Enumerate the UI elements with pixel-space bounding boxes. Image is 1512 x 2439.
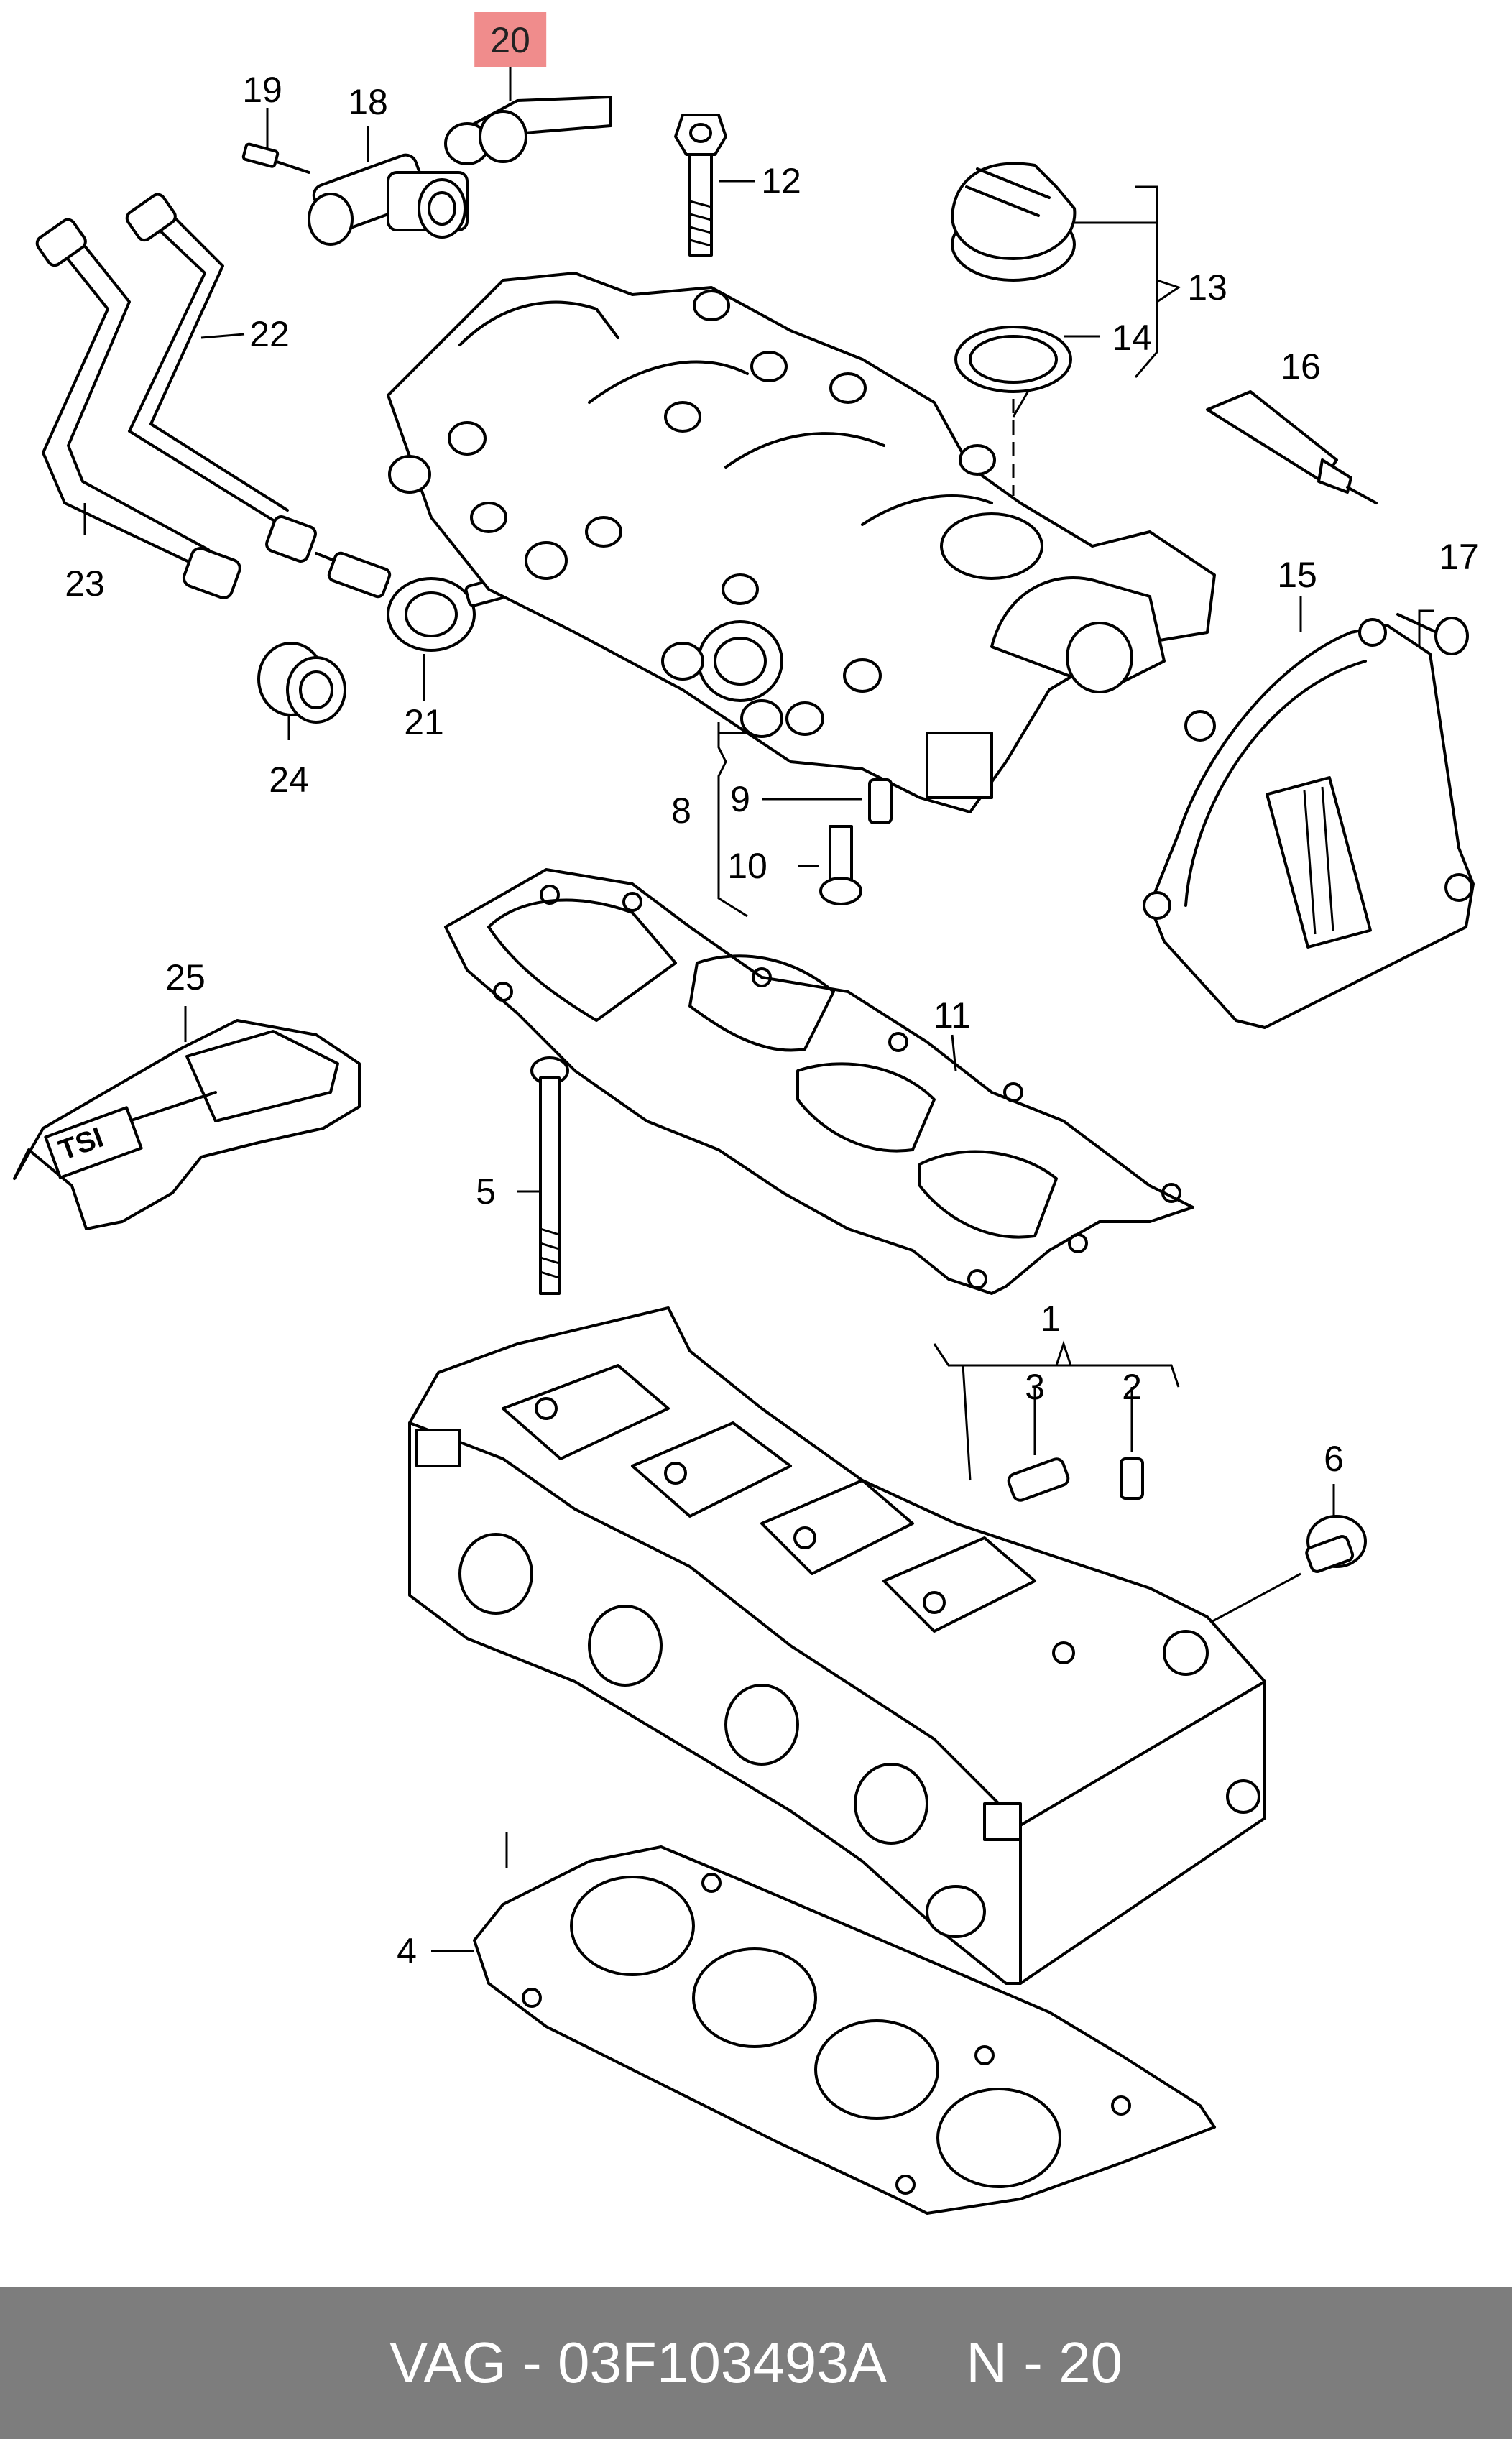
- callout-24[interactable]: 24: [269, 760, 309, 800]
- engine-cover: [13, 1019, 361, 1230]
- callout-10[interactable]: 10: [727, 846, 767, 886]
- diagram-drawing: [13, 61, 1475, 2215]
- callout-19[interactable]: 19: [242, 70, 282, 110]
- head-gasket: [473, 1845, 1216, 2215]
- valve-cover-gasket: [444, 868, 1194, 1295]
- callout-5[interactable]: 5: [476, 1171, 496, 1212]
- callout-13[interactable]: 13: [1187, 267, 1227, 308]
- callout-22[interactable]: 22: [249, 314, 290, 354]
- diagram-reference: N - 20: [966, 2330, 1123, 2394]
- callout-12[interactable]: 12: [761, 161, 801, 201]
- callout-18[interactable]: 18: [348, 82, 388, 122]
- pins-9-10: [819, 778, 893, 905]
- callout-6[interactable]: 6: [1324, 1439, 1344, 1479]
- callout-14[interactable]: 14: [1112, 318, 1152, 358]
- callout-2[interactable]: 2: [1122, 1367, 1142, 1407]
- exploded-parts-diagram: 20 19 18 12 13 14 16 22 23 21 24 15 17 8…: [13, 12, 1479, 2215]
- breather-connectors: [241, 96, 612, 246]
- callout-9[interactable]: 9: [730, 779, 750, 819]
- callout-16[interactable]: 16: [1281, 346, 1321, 387]
- part-number: VAG - 03F103493A: [389, 2330, 888, 2394]
- head-bolt: [530, 1056, 569, 1295]
- callout-21[interactable]: 21: [404, 702, 444, 742]
- callout-3[interactable]: 3: [1025, 1367, 1045, 1407]
- callout-11[interactable]: 11: [934, 995, 971, 1036]
- valve-cover: [387, 272, 1216, 813]
- callout-23[interactable]: 23: [65, 563, 105, 604]
- callout-8[interactable]: 8: [671, 790, 691, 831]
- timing-cover: [1143, 618, 1475, 1029]
- callout-1[interactable]: 1: [1041, 1299, 1061, 1339]
- footer-bar: VAG - 03F103493A N - 20: [0, 2287, 1512, 2439]
- callout-20[interactable]: 20: [474, 12, 546, 67]
- sealant-tube: [1206, 390, 1378, 504]
- screw-17: [1396, 613, 1469, 655]
- callout-15[interactable]: 15: [1277, 555, 1317, 595]
- leader-lines: [83, 61, 1434, 1952]
- small-pins: [1007, 1457, 1367, 1573]
- cylinder-head: [408, 1306, 1266, 1985]
- callout-4[interactable]: 4: [397, 1931, 417, 1971]
- callout-17[interactable]: 17: [1439, 537, 1479, 577]
- callout-25[interactable]: 25: [165, 957, 206, 997]
- oil-filler-cap: [951, 162, 1077, 496]
- bolt-12: [674, 114, 727, 257]
- grommet: [257, 642, 346, 724]
- hoses: [35, 193, 317, 599]
